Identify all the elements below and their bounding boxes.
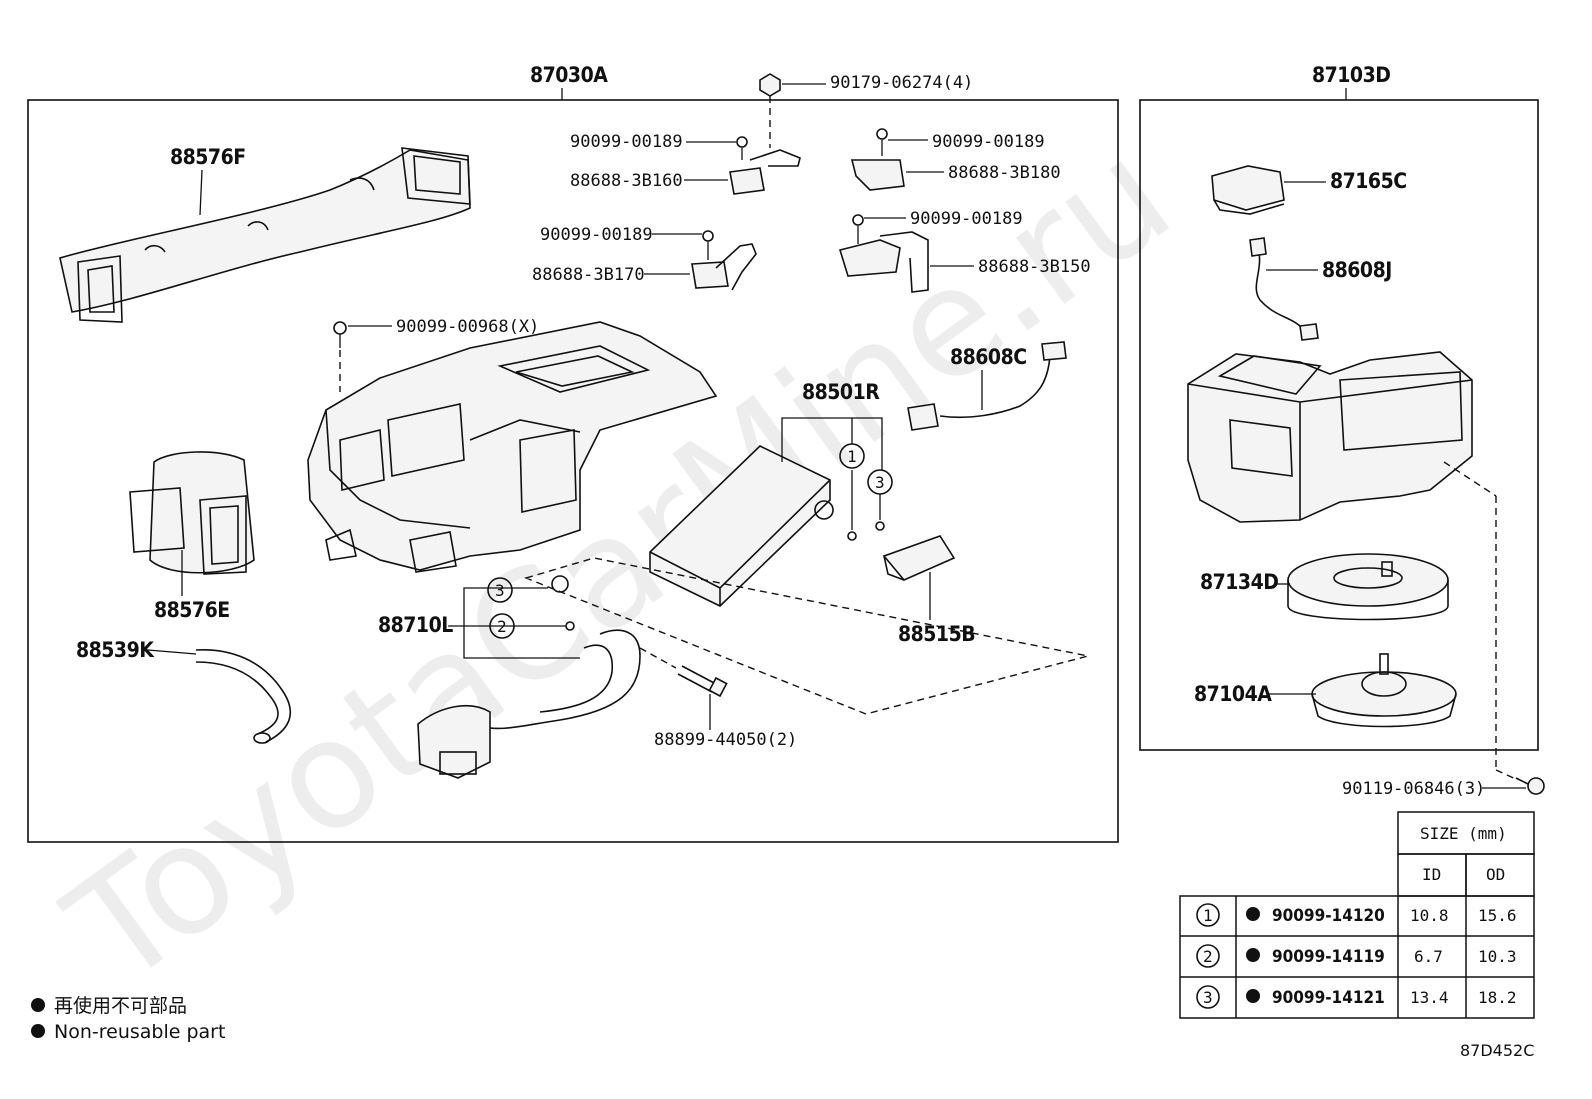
legend-en: Non-reusable part — [54, 1021, 225, 1043]
label-88539K[interactable]: 88539K — [76, 638, 156, 662]
label-88576F[interactable]: 88576F — [170, 145, 246, 169]
callout-2-valve: 2 — [497, 617, 507, 636]
callout-3-valve: 3 — [495, 581, 505, 600]
blower-assembly-frame — [1139, 99, 1539, 751]
duct-88576E-drawing — [129, 451, 255, 575]
label-87104A[interactable]: 87104A — [1194, 682, 1273, 706]
size-table-row1-part[interactable]: 90099-14120 — [1272, 906, 1385, 926]
legend-dot-en — [31, 1024, 45, 1038]
bolt-88899-drawing — [639, 647, 728, 698]
size-table-row2-id: 6.7 — [1414, 947, 1443, 966]
resistor-87165C-drawing — [1211, 165, 1285, 215]
label-87165C[interactable]: 87165C — [1330, 169, 1407, 193]
size-table-col-od: OD — [1486, 865, 1505, 884]
servo-3B150-drawing — [838, 214, 929, 293]
evaporator-88501R-drawing — [649, 445, 885, 607]
blower-screw-dashed-line — [1443, 461, 1497, 497]
size-table-row2-part[interactable]: 90099-14119 — [1272, 947, 1385, 967]
harness-88608C-drawing — [907, 341, 1067, 431]
size-table-row1-od: 15.6 — [1478, 906, 1517, 925]
non-reusable-dot-row2 — [1246, 948, 1260, 962]
label-88688-3B160[interactable]: 88688-3B160 — [570, 171, 683, 191]
size-table-row1-no: 1 — [1203, 906, 1213, 925]
label-88576E[interactable]: 88576E — [154, 598, 230, 622]
duct-88576F-drawing — [59, 147, 471, 323]
servo-3B170-drawing — [691, 230, 757, 291]
label-88688-3B150[interactable]: 88688-3B150 — [978, 257, 1091, 277]
thermistor-88515B-drawing — [882, 535, 956, 581]
motor-87104A-drawing — [1311, 653, 1457, 728]
label-88608C[interactable]: 88608C — [950, 345, 1027, 369]
label-88710L[interactable]: 88710L — [378, 613, 454, 637]
main-assembly-frame — [27, 99, 1119, 843]
label-88501R[interactable]: 88501R — [802, 380, 881, 404]
label-88688-3B180[interactable]: 88688-3B180 — [948, 163, 1061, 183]
label-87134D[interactable]: 87134D — [1200, 570, 1279, 594]
non-reusable-dot-row3 — [1246, 989, 1260, 1003]
hose-88539K-drawing — [195, 649, 292, 744]
nut-90179-drawing — [759, 73, 781, 148]
heater-case-drawing — [307, 321, 718, 573]
dashed-assembly-outline — [523, 557, 1089, 715]
size-table-row1-id: 10.8 — [1410, 906, 1449, 925]
label-90119-06846[interactable]: 90119-06846(3) — [1342, 779, 1485, 799]
legend: 再使用不可部品 Non-reusable part — [31, 995, 225, 1043]
diagram-code: 87D452C — [1460, 1041, 1534, 1060]
label-screw-d[interactable]: 90099-00189 — [910, 209, 1023, 229]
servo-3B160-drawing — [729, 136, 801, 195]
servo-3B180-drawing — [850, 128, 905, 191]
callout-3-evap: 3 — [875, 473, 885, 492]
legend-dot-jp — [31, 998, 45, 1012]
size-table-row3-part[interactable]: 90099-14121 — [1272, 988, 1385, 1008]
size-table-row2-no: 2 — [1203, 947, 1213, 966]
harness-88608J-drawing — [1249, 237, 1319, 341]
size-table-row3-id: 13.4 — [1410, 988, 1449, 1007]
callout-1-evap: 1 — [847, 447, 857, 466]
size-table-col-id: ID — [1422, 865, 1441, 884]
non-reusable-dot-row1 — [1246, 907, 1260, 921]
label-screw-b[interactable]: 90099-00189 — [932, 132, 1045, 152]
label-90099-00968[interactable]: 90099-00968(X) — [396, 317, 539, 337]
label-87103D[interactable]: 87103D — [1312, 63, 1391, 87]
size-table-row3-no: 3 — [1203, 988, 1213, 1007]
label-90179-06274[interactable]: 90179-06274(4) — [830, 73, 973, 93]
label-87030A[interactable]: 87030A — [530, 63, 609, 87]
size-table: SIZE (mm) ID OD 1 90099-14120 10.8 15.6 … — [1179, 811, 1535, 1019]
case-screw-drawing — [333, 321, 347, 392]
legend-jp: 再使用不可部品 — [54, 995, 187, 1017]
label-screw-c[interactable]: 90099-00189 — [540, 225, 653, 245]
blower-case-drawing — [1187, 351, 1473, 523]
size-table-row2-od: 10.3 — [1478, 947, 1517, 966]
screw-90119-drawing — [1515, 777, 1545, 795]
label-88899-44050[interactable]: 88899-44050(2) — [654, 730, 797, 750]
size-table-title: SIZE (mm) — [1420, 824, 1507, 843]
fan-87134D-drawing — [1287, 553, 1449, 621]
size-table-row3-od: 18.2 — [1478, 988, 1517, 1007]
label-screw-a[interactable]: 90099-00189 — [570, 132, 683, 152]
label-88688-3B170[interactable]: 88688-3B170 — [532, 265, 645, 285]
label-88608J[interactable]: 88608J — [1322, 258, 1392, 282]
valve-88710L-drawing — [417, 575, 641, 779]
